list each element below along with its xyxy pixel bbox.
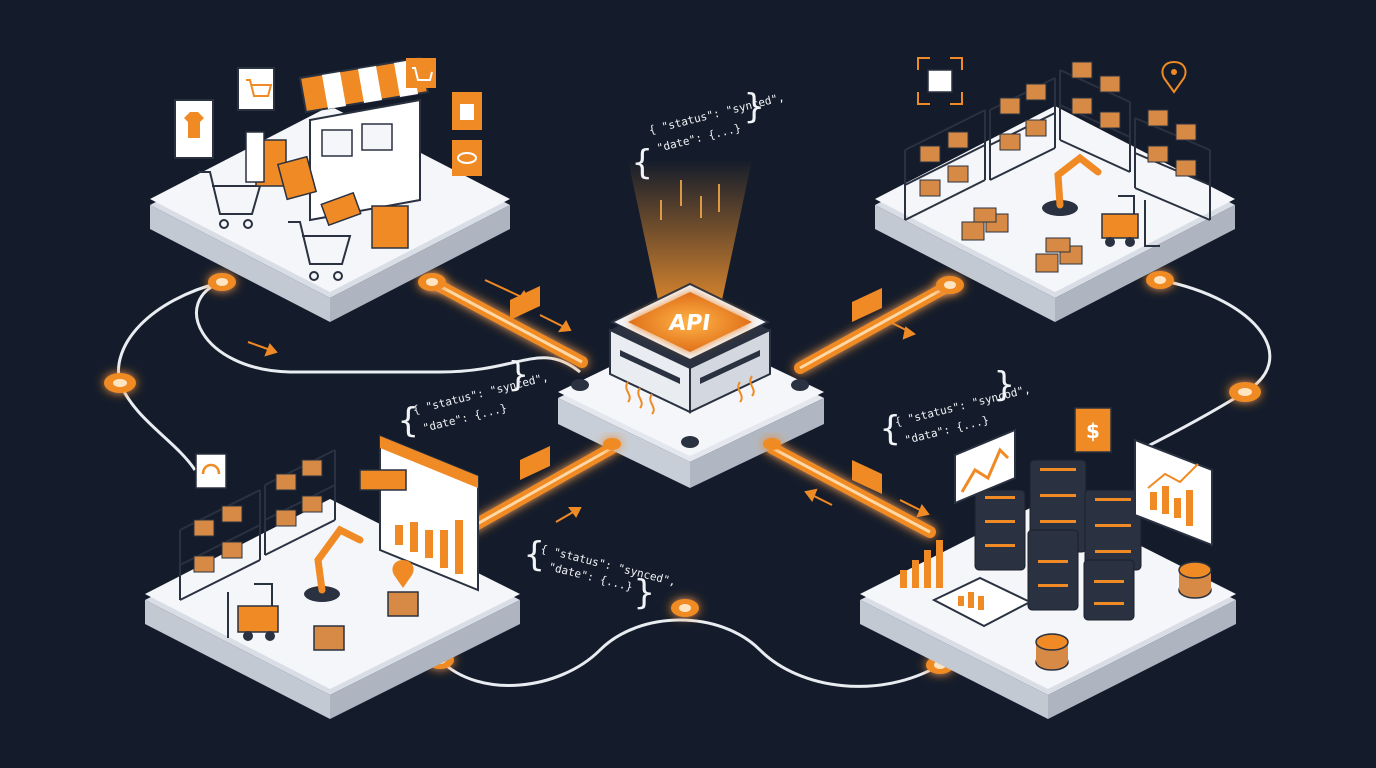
logistics-platform [145,434,520,719]
bar-chart-card [1134,438,1213,547]
svg-text:{: { [524,535,544,575]
connector-nodes [104,271,1261,674]
warehouse-platform [875,57,1235,322]
package-box [313,625,345,651]
storefront-platform [150,56,510,322]
shopping-bag [371,205,409,249]
report-card [931,576,1033,628]
discount-tag [320,191,362,227]
package-box [387,591,419,617]
packet [852,288,882,322]
forklift-icon [227,583,279,641]
packet [510,286,540,320]
api-beam [628,160,752,300]
currency-symbol: $ [1086,419,1100,443]
forklift-icon [1101,195,1160,247]
connector-wires [117,278,1272,688]
svg-text:{: { [632,143,652,183]
svg-text:}: } [744,87,764,127]
flow-arrows [247,279,930,523]
tshirt-icon [174,99,214,159]
data-packets [510,286,882,494]
svg-text:}: } [634,573,654,613]
box-pallet [961,207,1083,273]
wire-right-outer [1139,278,1272,452]
coin-stack [1178,561,1212,599]
package-scan-icon [917,57,963,105]
svg-text:}: } [508,355,528,395]
line-chart-card [954,428,1016,505]
location-pin-icon [392,560,414,588]
headset-icon [195,453,227,489]
growth-bars [900,540,943,588]
database-stacks [974,459,1142,621]
shopping-bag-icon [452,92,482,130]
warehouse-shelves-icon [904,61,1211,221]
shopping-cart [288,221,352,281]
api-hub: API [558,160,824,488]
shopping-bag [245,131,265,183]
cart-tag-icon [406,58,436,88]
packet [852,460,882,494]
warehouse-shelves-icon [179,449,336,601]
location-pin-icon [1161,60,1187,94]
wire-left-loop [195,280,581,374]
robot-arm [304,525,364,602]
svg-text:{: { [398,401,418,441]
json-snippet-left: { } { "status": "synced", "date": {...} [398,355,550,441]
discount-tag [276,155,318,201]
json-snippet-bottom: { } { "status": "synced", "date": {...} [524,535,677,613]
shop-stall [298,56,430,222]
finance-platform: $ [860,407,1236,719]
svg-text:{: { [880,409,900,449]
eye-icon [452,140,482,176]
robot-arm [1042,153,1102,216]
analytics-screen [359,434,479,592]
shopping-cart [198,171,262,229]
wire-left-outer [117,280,223,471]
shopping-cart-icon [237,67,275,111]
wire-bottom-loop [438,618,941,688]
svg-text:}: } [994,365,1014,405]
coin-stack [1035,633,1069,671]
dollar-icon: $ [1074,407,1112,453]
api-label: API [667,310,712,336]
hub-spokes [426,276,956,538]
packet [520,446,550,480]
